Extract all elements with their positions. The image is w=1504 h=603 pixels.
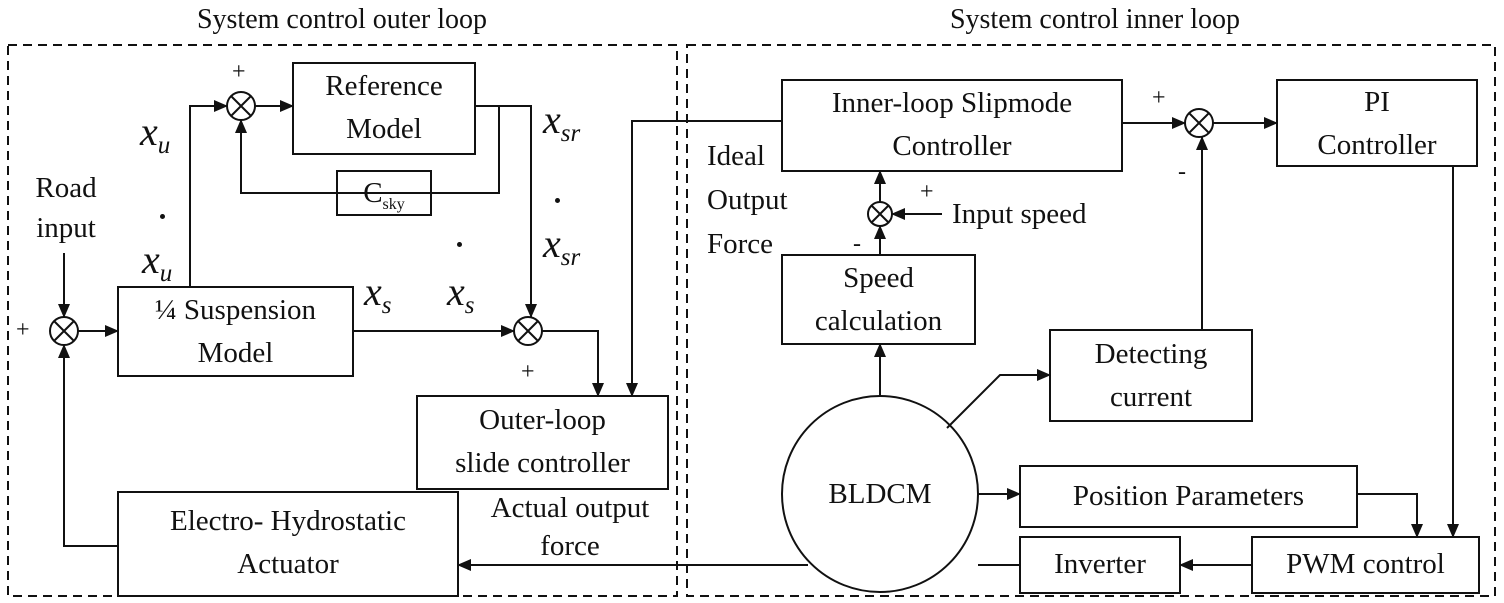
arrow-xsr-to-outer-sum <box>475 105 537 318</box>
var-x-u: xu <box>140 109 171 159</box>
var-x-u-dot: xu <box>142 237 173 287</box>
var-x-sr: xsr <box>543 97 581 147</box>
derivative-dot-xsr <box>555 198 560 203</box>
sign-minus-speed: - <box>853 231 861 257</box>
pi-controller-label: PI Controller <box>1317 86 1437 161</box>
derivative-dot-xu <box>160 214 165 219</box>
sign-minus-inner: - <box>1178 159 1186 185</box>
actual-output-force-label: Actual output force <box>490 492 650 562</box>
arrow-eha-feedback <box>58 344 118 547</box>
speed-calculation-label: Speed calculation <box>814 262 943 337</box>
arrow-ideal-output-force <box>626 120 782 397</box>
var-x-s: xs <box>364 269 392 319</box>
var-x-s-dot: xs <box>447 269 475 319</box>
sum-junction-road <box>49 316 79 346</box>
reference-model-label: Reference Model <box>325 70 443 145</box>
sum-junction-speed <box>867 201 893 227</box>
sum-junction-reference <box>226 91 256 121</box>
inverter-label: Inverter <box>1054 548 1146 580</box>
csky-label: Csky <box>363 177 405 213</box>
inner-slipmode-box <box>781 79 1123 172</box>
suspension-model-label: ¼ Suspension Model <box>154 294 317 369</box>
detecting-current-label: Detecting current <box>1094 338 1208 413</box>
inner-loop-title: System control inner loop <box>949 4 1241 35</box>
sign-plus-reference: + <box>232 59 246 85</box>
sum-junction-outer <box>513 316 543 346</box>
pwm-control-label: PWM control <box>1286 548 1445 580</box>
sign-plus-speed: + <box>920 179 934 205</box>
inner-loop-section-border <box>686 44 1496 597</box>
var-x-sr-dot: xsr <box>543 221 581 271</box>
sign-plus-outer: + <box>521 359 535 385</box>
sign-plus-road: + <box>16 317 30 343</box>
arrow-csky-feedback <box>235 106 500 194</box>
arrow-xu-to-ref-sum <box>189 100 228 287</box>
ideal-output-force-label: Ideal Output Force <box>707 140 788 260</box>
outer-loop-title: System control outer loop <box>196 4 488 35</box>
arrow-outer-sum-to-slide <box>542 330 604 397</box>
outer-slide-controller-label: Outer-loop slide controller <box>455 404 630 479</box>
sign-plus-inner: + <box>1152 85 1166 111</box>
position-parameters-label: Position Parameters <box>1072 480 1305 512</box>
arrow-bldcm-to-detecting <box>946 369 1051 429</box>
road-input-label: Road input <box>35 172 97 244</box>
input-speed-label: Input speed <box>952 198 1087 230</box>
bldcm-label: BLDCM <box>828 478 932 510</box>
inner-slipmode-label: Inner-loop Slipmode Controller <box>831 87 1073 162</box>
eha-label: Electro- Hydrostatic Actuator <box>170 505 406 580</box>
eha-box <box>117 491 459 597</box>
outer-slide-controller-box <box>416 395 669 490</box>
arrow-position-to-pwm <box>1357 493 1423 538</box>
outer-loop-section-border <box>7 44 678 597</box>
sum-junction-inner <box>1184 108 1214 138</box>
derivative-dot-xs <box>457 242 462 247</box>
